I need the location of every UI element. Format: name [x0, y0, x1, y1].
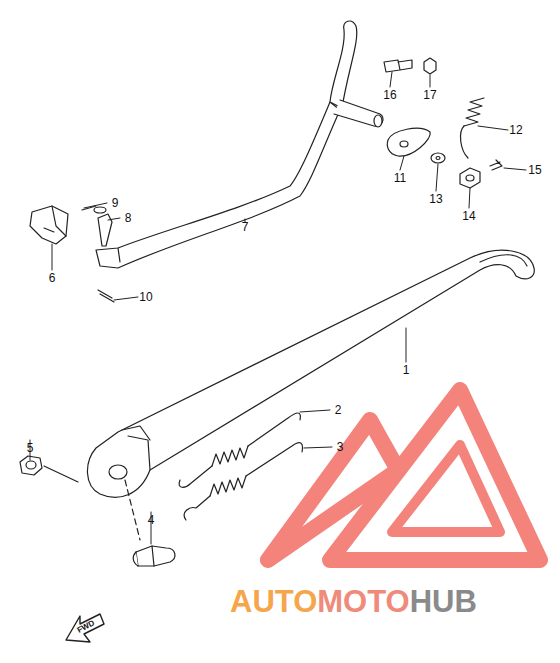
pivot-bolt: [133, 546, 175, 566]
watermark-text: HUB: [410, 586, 477, 617]
clevis-parts: [30, 206, 112, 246]
callout-number: 13: [429, 193, 442, 205]
callout-number: 4: [148, 514, 155, 526]
side-stand: [87, 250, 534, 497]
callout-number: 2: [335, 404, 342, 416]
callout-number: 10: [139, 291, 152, 303]
callout-number: 3: [337, 441, 344, 453]
forward-arrow: [66, 614, 104, 642]
assembly-line: [125, 480, 140, 540]
callout-number: 12: [509, 124, 522, 136]
springs: [179, 413, 302, 520]
callout-number: 5: [27, 442, 34, 454]
callout-number: 9: [112, 197, 119, 209]
callout-number: 6: [49, 272, 56, 284]
nut: [20, 456, 42, 475]
brake-pedal: [96, 21, 383, 268]
callout-number: 1: [403, 364, 410, 376]
callout-number: 17: [423, 89, 436, 101]
callout-number: 11: [394, 172, 406, 184]
callout-number: 16: [383, 89, 396, 101]
callout-number: 8: [125, 212, 132, 224]
watermark-text: AUTO: [230, 586, 317, 617]
callout-number: 14: [462, 210, 475, 222]
callout-number: 15: [528, 164, 541, 176]
callout-number: 7: [242, 221, 249, 233]
leader-lines: [30, 72, 526, 544]
cotter-pin: [98, 290, 114, 302]
watermark-text: MOTO: [317, 586, 409, 617]
assembly-line: [44, 466, 78, 482]
pedal-hardware: [384, 58, 502, 188]
watermark-logo: [268, 390, 540, 560]
